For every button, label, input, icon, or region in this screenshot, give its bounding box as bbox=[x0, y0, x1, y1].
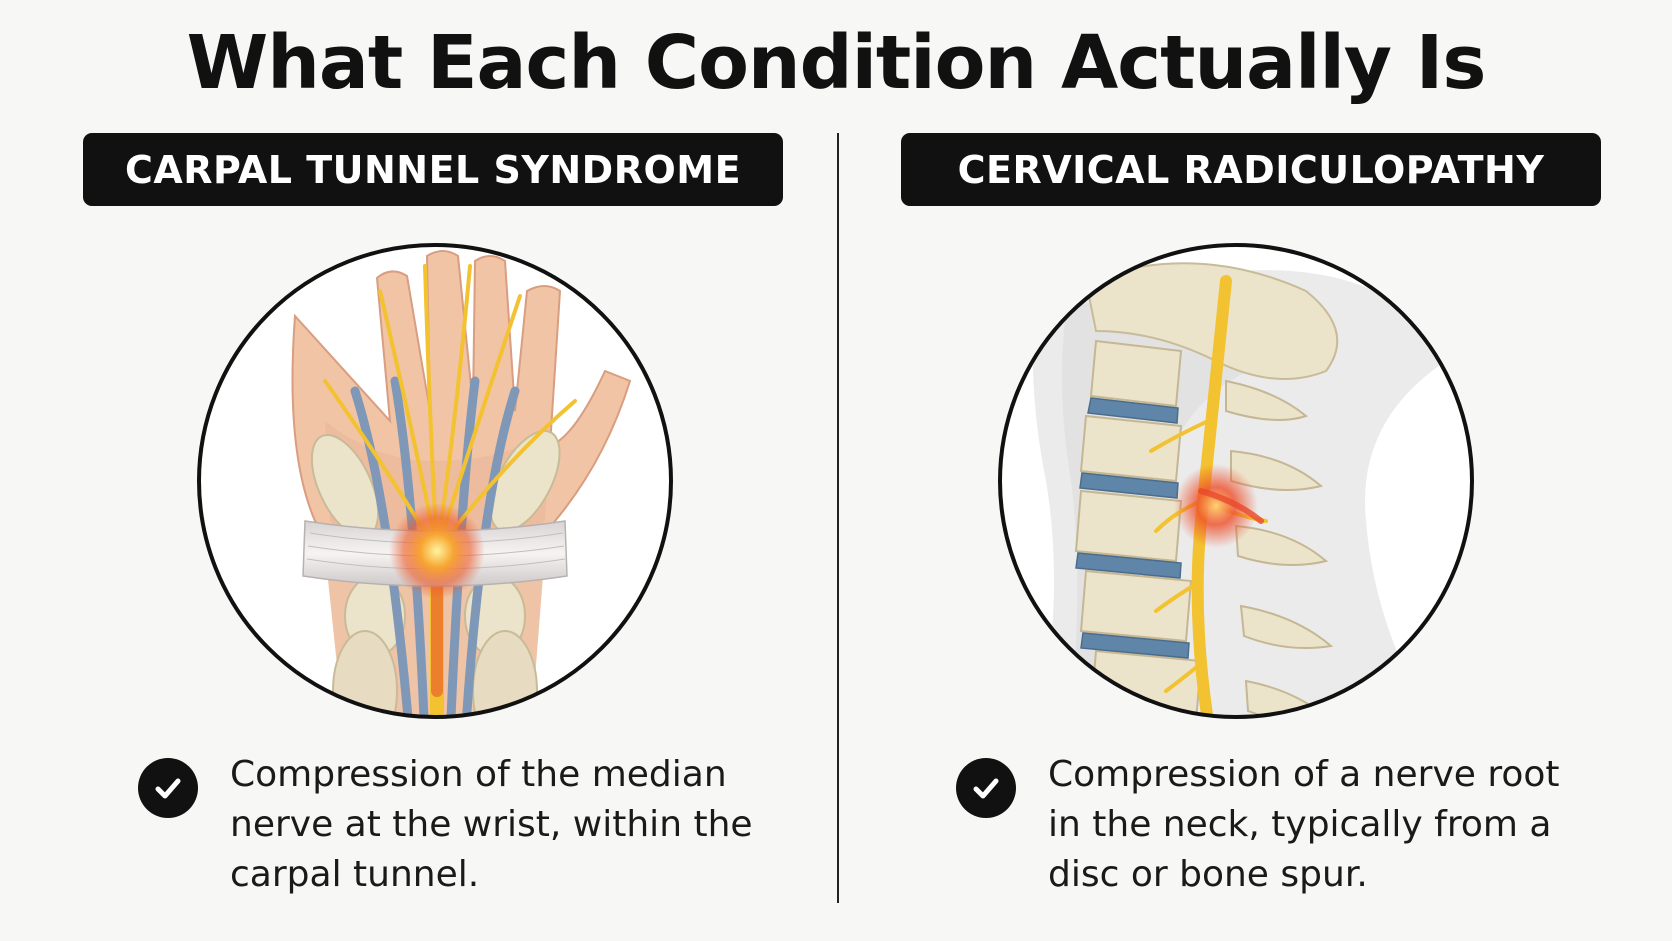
checkmark-icon bbox=[138, 758, 198, 818]
carpal-tunnel-panel: CARPAL TUNNEL SYNDROME bbox=[83, 133, 783, 913]
cervical-radiculopathy-panel: CERVICAL RADICULOPATHY bbox=[901, 133, 1601, 913]
cervical-spine-illustration bbox=[976, 221, 1496, 741]
wrist-nerve-illustration bbox=[175, 221, 695, 741]
cervical-radiculopathy-label: CERVICAL RADICULOPATHY bbox=[901, 133, 1601, 206]
checkmark-icon bbox=[956, 758, 1016, 818]
center-divider bbox=[837, 133, 839, 903]
cervical-radiculopathy-description-text: Compression of a nerve root in the neck,… bbox=[1048, 754, 1560, 895]
carpal-tunnel-label: CARPAL TUNNEL SYNDROME bbox=[83, 133, 783, 206]
carpal-tunnel-description-text: Compression of the median nerve at the w… bbox=[230, 754, 753, 895]
page-title: What Each Condition Actually Is bbox=[186, 20, 1487, 106]
